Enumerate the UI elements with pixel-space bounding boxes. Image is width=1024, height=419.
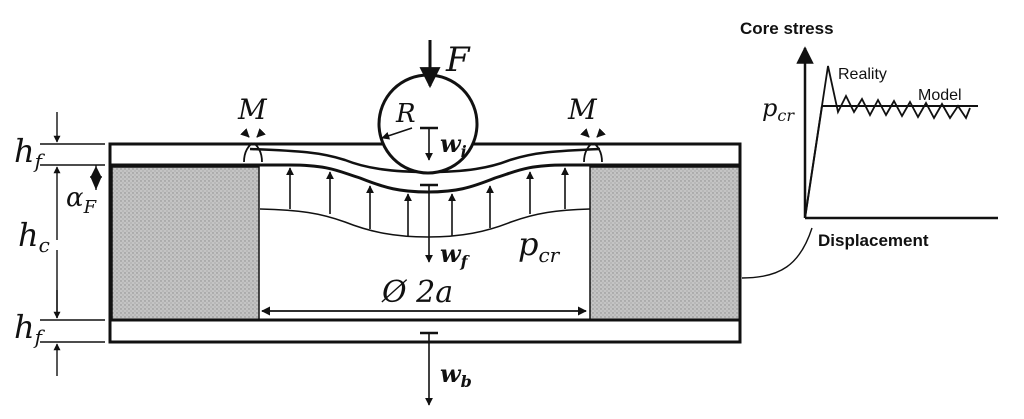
- force-label: F: [445, 40, 471, 80]
- alpha-f-marker: [90, 176, 102, 190]
- inset-connector: [741, 227, 813, 279]
- pressure-arrows: [286, 167, 569, 236]
- h-f-top-label: hf: [14, 132, 46, 173]
- moment-label-left: M: [237, 93, 268, 126]
- inset-reality-label: Reality: [838, 66, 887, 83]
- moment-label-right: M: [567, 93, 598, 126]
- inset-y-title: Core stress: [740, 19, 834, 38]
- core-block-left: [111, 166, 260, 321]
- moment-symbol-left: [240, 128, 266, 163]
- h-c-label: hc: [18, 216, 50, 257]
- inset-reality-curve: [804, 65, 971, 219]
- inset-model-label: Model: [918, 87, 962, 104]
- h-f-bottom-label: hf: [14, 308, 46, 349]
- w-i-label: wi: [440, 129, 467, 161]
- diameter-label: Ø 2a: [381, 275, 453, 310]
- top-face-lower-line: [110, 163, 740, 194]
- w-f-label: wf: [440, 239, 471, 271]
- alpha-f-marker-top: [90, 166, 102, 178]
- inset-x-title: Displacement: [818, 231, 929, 250]
- inset-p-cr-label: pcr: [762, 94, 795, 125]
- p-cr-label: pcr: [518, 225, 561, 267]
- w-b-label: wb: [440, 359, 472, 391]
- radius-label: R: [395, 99, 416, 129]
- alpha-f-label: αF: [66, 183, 98, 218]
- inset-chart: [796, 46, 998, 220]
- moment-symbol-right: [580, 128, 606, 163]
- core-block-right: [589, 166, 741, 321]
- crushed-zone-boundary: [259, 208, 591, 238]
- radius-arrow: [381, 127, 413, 140]
- thickness-dimensions: [40, 112, 105, 376]
